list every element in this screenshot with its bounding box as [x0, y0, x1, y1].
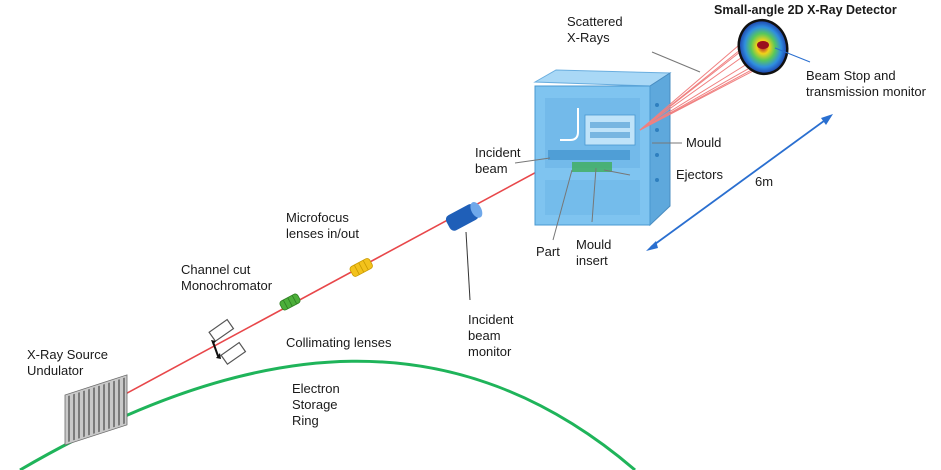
incident-beam-leader: [514, 157, 551, 164]
scattered-leader: [651, 51, 701, 73]
collimating-lens-icon: [279, 293, 301, 311]
detector-icon: [737, 18, 789, 76]
ejectors-label: Ejectors: [676, 167, 723, 182]
microfocus-lens-icon: [349, 258, 373, 277]
incident-beam-monitor-icon: [445, 202, 483, 231]
incident-monitor-leader: [465, 231, 471, 301]
mould-block: [533, 69, 672, 227]
incident-beam-line: [104, 154, 569, 406]
collimating-lenses-label: Collimating lenses: [286, 335, 392, 350]
mould-label: Mould: [686, 135, 722, 150]
beam-stop-leader: [774, 47, 811, 63]
storage-ring-label: Electron Storage Ring: [292, 381, 340, 428]
detector-label: Small-angle 2D X-Ray Detector: [714, 3, 897, 17]
distance-label: 6m: [755, 174, 774, 189]
incident-beam-monitor-label: Incident beam monitor: [468, 312, 514, 359]
microfocus-label: Microfocus lenses in/out: [286, 210, 359, 241]
ejectors-leader: [603, 169, 631, 176]
mould-insert-label: Mould insert: [576, 237, 612, 268]
part-leader: [552, 169, 573, 241]
xray-source-label: X-Ray Source Undulator: [27, 347, 108, 378]
beam-stop-label: Beam Stop and transmission monitor: [806, 68, 926, 99]
mould-insert-leader: [591, 167, 597, 223]
monochromator-icon: [208, 318, 247, 366]
monochromator-label: Channel cut Monochromator: [181, 262, 273, 293]
undulator-icon: [64, 374, 128, 446]
scattered-xrays-label: Scattered X-Rays: [567, 14, 623, 45]
part-label: Part: [536, 244, 560, 259]
distance-arrow: [646, 114, 833, 251]
incident-beam-label: Incident beam: [475, 145, 521, 176]
